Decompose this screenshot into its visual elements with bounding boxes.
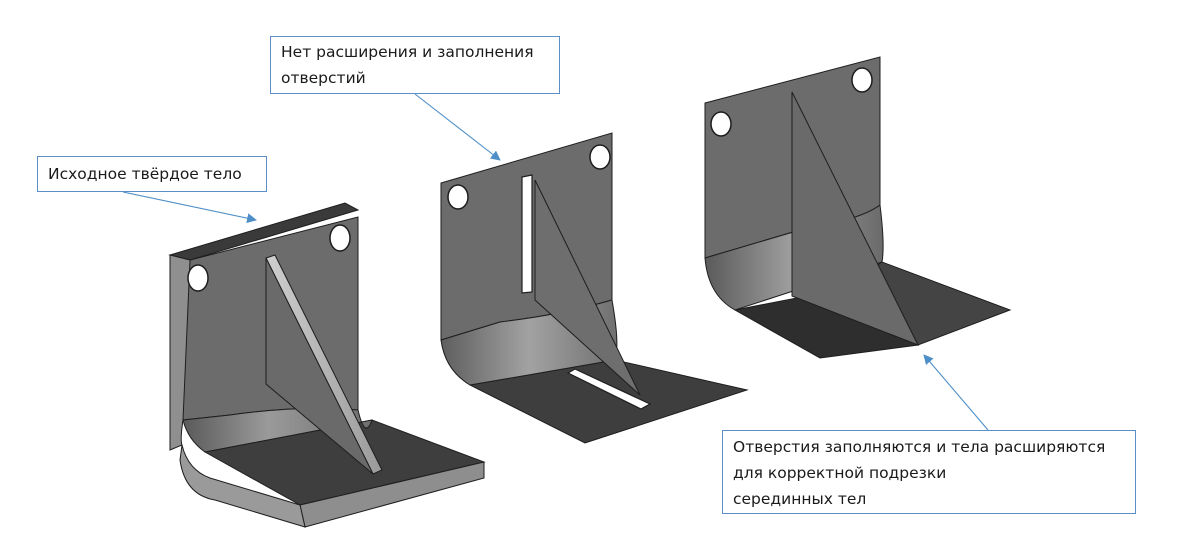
part-original-solid [168, 202, 486, 528]
callout-filled-extended-line-3: серединных тел [733, 490, 867, 508]
part1-base-left [179, 444, 306, 528]
callout-original-solid: Исходное твёрдое тело [37, 156, 267, 192]
part1-rib-face [265, 257, 374, 475]
callout-original-solid-line-1: Исходное твёрдое тело [48, 165, 242, 183]
callout-no-extension: Нет расширения и заполнения отверстий [270, 36, 560, 94]
part-no-extension [440, 132, 749, 444]
part2-hole-right [589, 144, 611, 170]
leader-no-extension [414, 93, 501, 161]
leader-filled-extended [923, 354, 989, 431]
callout-filled-extended-line-1: Отверстия заполняются и тела расширяются [733, 438, 1106, 456]
part2-hole-left [447, 184, 469, 210]
callout-no-extension-line-2: отверстий [281, 69, 366, 87]
part2-slot-vertical [521, 174, 533, 294]
part2-slot-horizontal [566, 368, 652, 410]
part3-hole-right [851, 67, 873, 93]
callout-no-extension-line-1: Нет расширения и заполнения [281, 43, 534, 61]
leader-original-solid [122, 191, 257, 224]
part-filled-extended [704, 56, 1012, 359]
callout-filled-extended-line-2: для корректной подрезки [733, 464, 947, 482]
part1-hole-right [329, 224, 351, 252]
part2-rib-face [534, 179, 641, 396]
callout-filled-extended: Отверстия заполняются и тела расширяются… [722, 430, 1136, 514]
part3-hole-left [710, 111, 732, 137]
part1-hole-left [187, 264, 209, 292]
part3-rib-face [791, 91, 920, 346]
